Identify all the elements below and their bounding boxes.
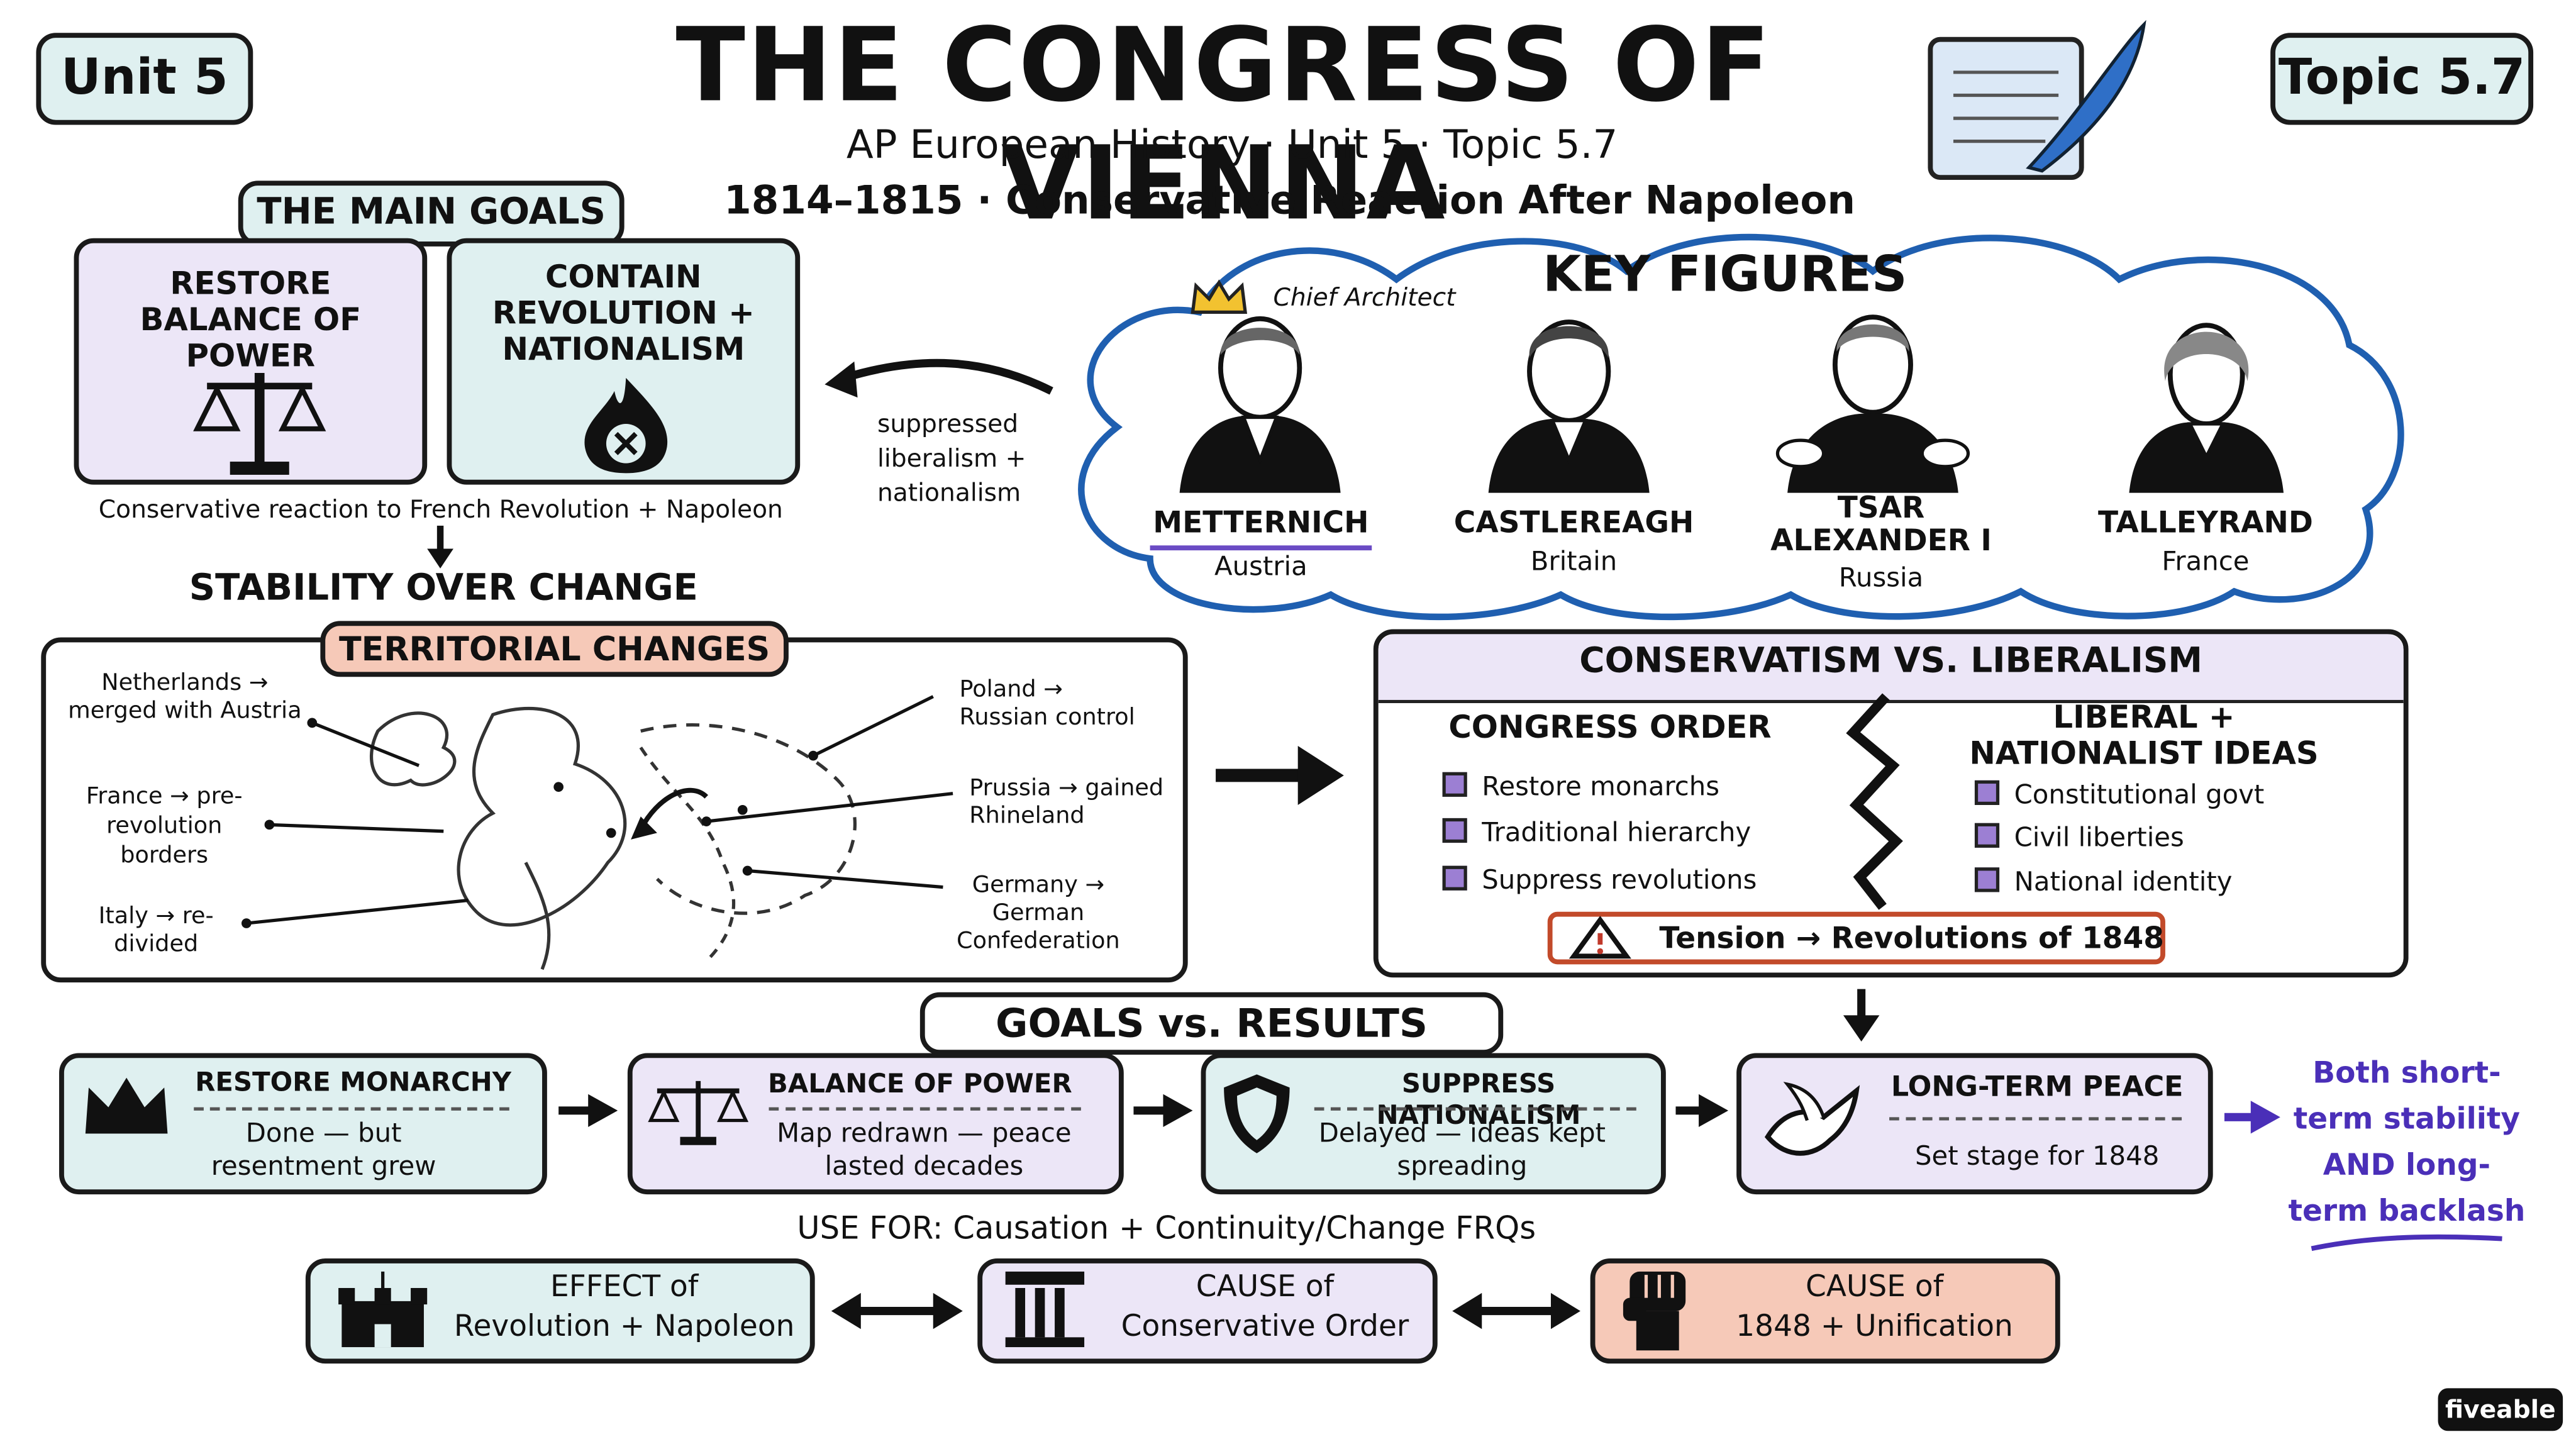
figure-name-castlereagh: CASTLEREAGH [1453, 506, 1694, 541]
map-leader-lines [242, 695, 953, 928]
unit-badge: Unit 5 [36, 33, 253, 125]
figure-country-metternich: Austria [1214, 550, 1307, 582]
congress-order-heading: CONGRESS ORDER [1448, 709, 1772, 746]
prussia-label: Prussia → gained Rhineland [969, 775, 1164, 830]
cause-1848-line1: CAUSE of [1805, 1270, 1944, 1305]
result-divider-2 [1314, 1107, 1636, 1111]
result-text-0: Done — but resentment grew [211, 1117, 436, 1182]
effect-line2: Revolution + Napoleon [453, 1309, 795, 1344]
scroll-quill-icon [1928, 19, 2146, 180]
figure-country-tsar-alexander: Russia [1838, 562, 1924, 594]
goals-results-banner: GOALS vs. RESULTS [919, 992, 1504, 1055]
result-arrows [558, 1094, 2280, 1134]
congress-item-1: Traditional hierarchy [1442, 816, 1751, 848]
chief-architect-label: Chief Architect [1273, 282, 1456, 313]
right-arrow-icon [1216, 745, 1344, 805]
result-heading-1: BALANCE OF POWER [768, 1067, 1072, 1099]
portrait-metternich [1179, 316, 1341, 493]
scales-icon [193, 372, 326, 475]
goal-balance-label: RESTORE BALANCE OF POWER [140, 266, 362, 375]
fist-icon [1623, 1271, 1686, 1351]
result-divider-3 [1889, 1117, 2182, 1121]
tension-box [1547, 911, 2165, 965]
netherlands-label: Netherlands → merged with Austria [68, 670, 302, 724]
metternich-underline [1150, 545, 1372, 551]
portrait-talleyrand [2129, 323, 2284, 493]
double-arrows [831, 1292, 1580, 1330]
france-label: France → pre-revolution borders [86, 784, 243, 869]
result-text-3: Set stage for 1848 [1914, 1140, 2160, 1172]
crown-icon [85, 1077, 168, 1134]
result-heading-2: SUPPRESS NATIONALISM [1376, 1067, 1581, 1131]
result-text-2: Delayed — ideas kept spreading [1318, 1117, 1606, 1182]
warning-icon [1568, 916, 1631, 959]
down-arrow-icon [427, 525, 453, 569]
territorial-changes-banner: TERRITORIAL CHANGES [320, 621, 789, 677]
page-title: THE CONGRESS OF VIENNA [675, 4, 1772, 243]
brand-logo: fiveable [2438, 1388, 2563, 1431]
cause-1848-line2: 1848 + Unification [1736, 1309, 2013, 1344]
liberal-item-2: National identity [1974, 866, 2233, 897]
castle-icon [338, 1271, 428, 1348]
goal-contain-revolution: CONTAIN REVOLUTION + NATIONALISM [447, 238, 801, 485]
topic-badge: Topic 5.7 [2270, 33, 2534, 125]
scales-small-icon [648, 1080, 749, 1145]
note-underline [2311, 1234, 2502, 1252]
goals-caption: Conservative reaction to French Revoluti… [98, 494, 783, 525]
result-heading-0: RESTORE MONARCHY [195, 1066, 511, 1097]
liberal-item-0: Constitutional govt [1974, 779, 2264, 810]
curved-arrow-left [824, 358, 1053, 398]
figure-country-castlereagh: Britain [1530, 545, 1618, 577]
crown-small-icon [1191, 279, 1248, 314]
congress-item-2: Suppress revolutions [1442, 864, 1757, 896]
down-arrow-peace [1843, 989, 1880, 1042]
italy-label: Italy → re-divided [98, 903, 214, 958]
result-divider-0 [194, 1107, 509, 1111]
result-text-1: Map redrawn — peace lasted decades [777, 1117, 1072, 1182]
liberal-item-1: Civil liberties [1974, 821, 2184, 853]
cons-lib-title: CONSERVATISM VS. LIBERALISM [1579, 640, 2203, 680]
result-heading-3: LONG-TERM PEACE [1890, 1071, 2184, 1104]
figure-name-talleyrand: TALLEYRAND [2097, 506, 2313, 541]
use-for-label: USE FOR: Causation + Continuity/Change F… [797, 1211, 1536, 1247]
figure-name-tsar-alexander: TSAR ALEXANDER I [1770, 491, 1992, 559]
liberal-heading: LIBERAL + NATIONALIST IDEAS [1969, 699, 2319, 772]
europe-map [370, 706, 857, 970]
results-note: Both short-term stability AND long-term … [2288, 1056, 2526, 1229]
cons-lib-header [1378, 634, 2404, 704]
column-icon [1005, 1271, 1085, 1348]
tension-text: Tension → Revolutions of 1848 [1659, 921, 2164, 957]
cause-order-line2: Conservative Order [1121, 1309, 1409, 1344]
germany-label: Germany → German Confederation [957, 872, 1120, 955]
key-figures-title: KEY FIGURES [1543, 246, 1907, 304]
subtitle: AP European History · Unit 5 · Topic 5.7 [846, 121, 1618, 168]
effect-line1: EFFECT of [550, 1270, 699, 1305]
figure-name-metternich: METTERNICH [1153, 506, 1369, 541]
fire-x-icon [584, 377, 668, 474]
main-goals-banner: THE MAIN GOALS [238, 180, 625, 247]
goal-balance-of-power: RESTORE BALANCE OF POWER [74, 238, 428, 485]
figure-country-talleyrand: France [2162, 545, 2250, 577]
portrait-tsar-alexander [1775, 314, 1970, 493]
shield-icon [1224, 1074, 1290, 1153]
congress-item-0: Restore monarchs [1442, 770, 1719, 802]
stability-over-change: STABILITY OVER CHANGE [189, 568, 698, 610]
suppressed-note: suppressed liberalism + nationalism [877, 409, 1026, 508]
dove-icon [1764, 1082, 1860, 1156]
portrait-castlereagh [1488, 319, 1650, 493]
date-subtitle: 1814–1815 · Conservative Reaction After … [724, 177, 1856, 224]
result-divider-1 [769, 1107, 1081, 1111]
goal-contain-label: CONTAIN REVOLUTION + NATIONALISM [492, 259, 755, 369]
poland-label: Poland → Russian control [959, 677, 1135, 731]
cause-order-line1: CAUSE of [1196, 1270, 1335, 1305]
territorial-changes-panel [41, 637, 1188, 983]
result-balance-of-power [627, 1053, 1124, 1195]
cloud-shape [1078, 233, 2404, 621]
zigzag-divider [1846, 693, 1903, 910]
